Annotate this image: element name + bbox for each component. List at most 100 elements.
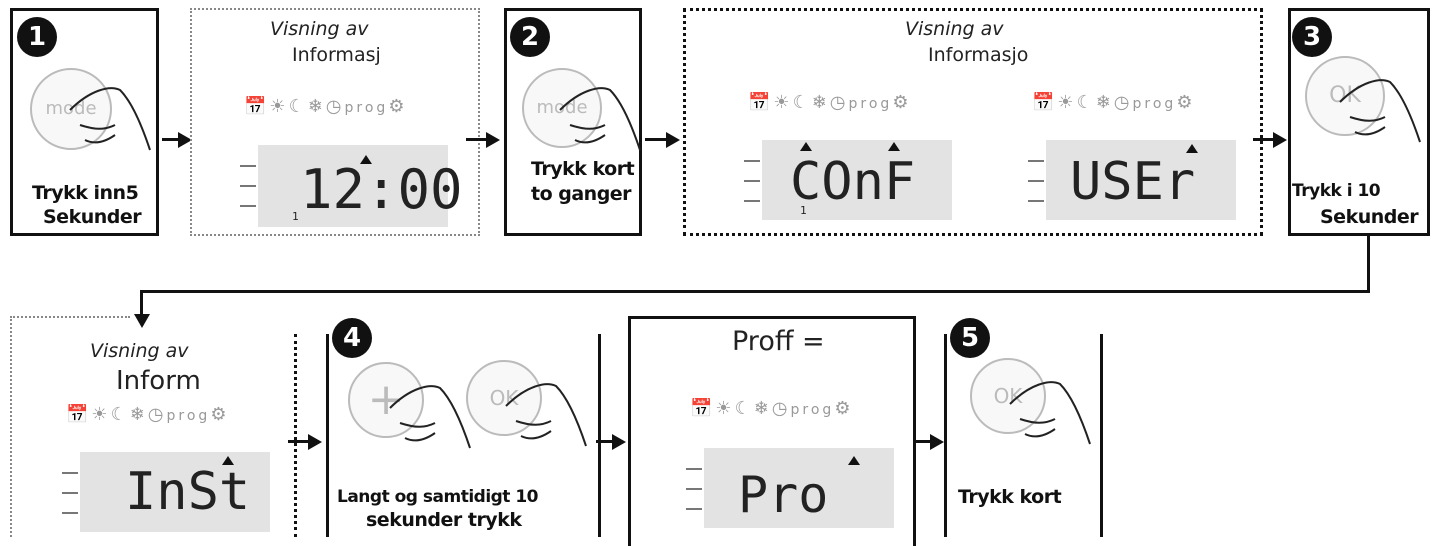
step-1-number: 1: [17, 17, 57, 57]
step-2-number: 2: [510, 17, 550, 57]
dash: [744, 200, 760, 202]
sun-icon: ☀: [1057, 92, 1077, 113]
gear-icon: ⚙: [892, 92, 912, 113]
display-1-icons: 📅☀☾❄◷prog⚙: [244, 96, 407, 117]
clock-icon: ◷: [325, 96, 345, 117]
arrow-7-head: [930, 434, 944, 450]
dash: [744, 180, 760, 182]
frost-icon: ❄: [129, 404, 148, 425]
dash: [686, 508, 702, 510]
calendar-icon: 📅: [690, 398, 716, 419]
display-4-icons: 📅☀☾❄◷prog⚙: [690, 398, 853, 419]
display-3-title: Inform: [116, 366, 201, 396]
display-4-indicator: [848, 456, 860, 465]
display-3-frame-right: [294, 334, 297, 537]
display-4-screen: [704, 448, 894, 528]
arrow-1-head: [178, 132, 192, 148]
dash: [1028, 200, 1044, 202]
display-2b-value: USEr: [1070, 152, 1196, 212]
display-1-title: Informasj: [292, 44, 381, 66]
step-5-caption: Trykk kort: [958, 486, 1062, 508]
step-4-left-border: [326, 334, 329, 537]
dash: [1028, 180, 1044, 182]
display-2b-screen: [1046, 140, 1236, 220]
display-3-value: InSt: [125, 462, 251, 522]
clock-icon: ◷: [147, 404, 167, 425]
prog-label: prog: [344, 100, 389, 116]
display-2a-icons: 📅☀☾❄◷prog⚙: [748, 92, 911, 113]
plus-button[interactable]: +: [348, 362, 424, 438]
step-5-number: 5: [950, 318, 990, 358]
arrow-7: [914, 440, 932, 443]
step-2-caption-2: to ganger: [531, 183, 632, 205]
display-1-screen: [258, 145, 448, 227]
arrow-5-head: [308, 434, 322, 450]
hand-icon: [559, 87, 641, 151]
clock-icon: ◷: [1113, 92, 1133, 113]
step-4-number: 4: [332, 318, 372, 358]
step-3-caption-2: Sekunder: [1320, 206, 1419, 228]
frost-icon: ❄: [753, 398, 772, 419]
gear-icon: ⚙: [388, 96, 408, 117]
sun-icon: ☀: [91, 404, 111, 425]
display-2b-indicator: [1186, 144, 1198, 153]
sun-icon: ☀: [269, 96, 289, 117]
arrow-4-head: [1273, 132, 1287, 148]
step-4-caption-2: sekunder trykk: [366, 509, 522, 531]
moon-icon: ☾: [1076, 92, 1096, 113]
display-1-value: 12:00: [300, 158, 463, 221]
arrow-3: [645, 138, 669, 141]
prog-label: prog: [848, 96, 893, 112]
connector-vertical-1: [1367, 236, 1370, 292]
clock-icon: ◷: [771, 398, 791, 419]
display-1-frame: [190, 8, 480, 236]
moon-icon: ☾: [110, 404, 130, 425]
step-5-left-border: [944, 334, 947, 537]
hand-icon: [389, 385, 471, 449]
display-2a-value: COnF: [790, 152, 916, 212]
display-1-small: 1: [292, 210, 299, 223]
frost-icon: ❄: [1095, 92, 1114, 113]
display-2a-screen: [762, 140, 952, 220]
prog-label: prog: [1132, 96, 1177, 112]
step-1-caption-2: Sekunder: [43, 206, 142, 228]
display-2a-small: 1: [800, 204, 807, 217]
step-2-caption-1: Trykk kort: [531, 158, 635, 180]
display-1-indicator: [360, 155, 372, 164]
sun-icon: ☀: [773, 92, 793, 113]
hand-icon: [505, 383, 587, 447]
calendar-icon: 📅: [748, 92, 774, 113]
gear-icon: ⚙: [834, 398, 854, 419]
step-4-right-border: [598, 334, 601, 537]
arrow-2-head: [486, 132, 500, 148]
step-1-caption-1: Trykk inn5: [32, 182, 139, 204]
calendar-icon: 📅: [66, 404, 92, 425]
display-2a-indicator-2: [888, 142, 900, 151]
moon-icon: ☾: [792, 92, 812, 113]
calendar-icon: 📅: [244, 96, 270, 117]
hand-icon: [69, 87, 151, 151]
dash: [686, 488, 702, 490]
hand-icon: [1009, 381, 1091, 445]
arrow-5: [288, 440, 310, 443]
moon-icon: ☾: [288, 96, 308, 117]
prog-label: prog: [166, 408, 211, 424]
display-2-frame: [683, 8, 1263, 236]
frost-icon: ❄: [307, 96, 326, 117]
gear-icon: ⚙: [1176, 92, 1196, 113]
sun-icon: ☀: [715, 398, 735, 419]
dash: [686, 468, 702, 470]
arrow-4: [1253, 138, 1275, 141]
dash: [62, 492, 78, 494]
connector-down-head: [134, 314, 150, 328]
frost-icon: ❄: [811, 92, 830, 113]
step-3-number: 3: [1292, 17, 1332, 57]
step-4-caption-1: Langt og samtidigt 10: [337, 487, 539, 507]
display-2-title: Informasjo: [928, 44, 1029, 66]
display-3-indicator: [222, 456, 234, 465]
display-4-title: Proff =: [732, 326, 825, 357]
arrow-1: [162, 138, 180, 141]
arrow-3-head: [666, 132, 680, 148]
dash: [62, 472, 78, 474]
moon-icon: ☾: [734, 398, 754, 419]
